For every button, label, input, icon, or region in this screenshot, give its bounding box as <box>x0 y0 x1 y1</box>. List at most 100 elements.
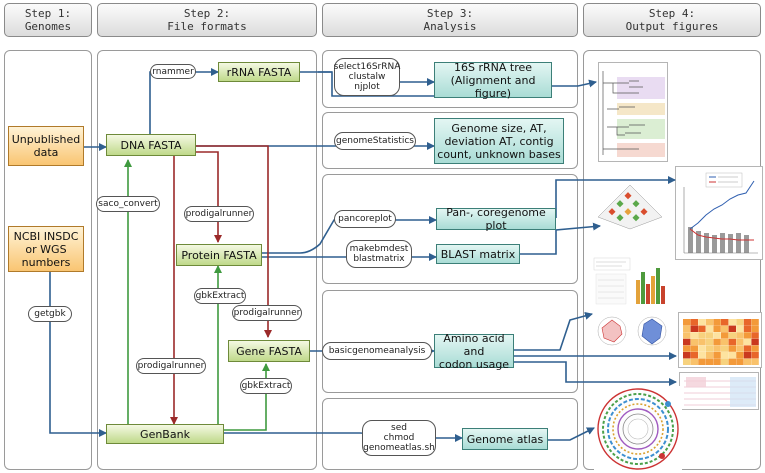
ncbi-line-3: numbers <box>21 255 71 269</box>
protein-fasta-label: Protein FASTA <box>181 248 257 262</box>
heatmap-cell <box>705 338 714 346</box>
unpublished-line-2: data <box>33 146 59 159</box>
heatmap-cell <box>736 319 744 326</box>
genome-atlas-result-node: Genome atlas <box>462 428 548 450</box>
rnammer-label: rnammer <box>152 66 194 77</box>
heatmap-cell <box>698 332 706 339</box>
heatmap-cell <box>728 319 736 326</box>
pancoreplot-label: pancoreplot <box>338 214 392 224</box>
heatmap-cell <box>721 319 729 326</box>
heatmap-cell <box>728 352 736 359</box>
tree-figure-thumbnail <box>598 62 668 162</box>
gene-fasta-label: Gene FASTA <box>236 344 302 358</box>
heatmap-cell <box>728 338 736 346</box>
step-1-title: Genomes <box>24 20 72 33</box>
heatmap-cell <box>751 345 759 352</box>
heatmap-cell <box>698 338 706 346</box>
heatmap-cell <box>713 345 721 352</box>
heatmap-cell <box>721 345 729 352</box>
heatmap-cell <box>713 325 721 332</box>
pancore-result-label: Pan-, coregenome plot <box>446 206 546 232</box>
heatmap-cell <box>751 352 759 359</box>
chmod-label: chmod <box>383 433 415 443</box>
dna-fasta-label: DNA FASTA <box>120 138 182 152</box>
prodigalrunner-bottom-label: prodigalrunner <box>137 361 205 371</box>
codon-usage-thumbnail <box>592 256 668 308</box>
codon-radar-thumbnail <box>594 314 674 348</box>
step-2-title: File formats <box>167 20 247 33</box>
heatmap-thumbnail <box>678 312 762 368</box>
heatmap-cell <box>683 325 691 332</box>
atlas-tools: sed chmod genomeatlas.sh <box>362 420 436 456</box>
step-2-header: Step 2: File formats <box>97 3 317 37</box>
genome-atlas-thumbnail <box>594 386 682 470</box>
pancore-matrix-thumbnail <box>596 183 664 231</box>
gbkextract-bottom-tool: gbkExtract <box>240 378 292 394</box>
heatmap-cell <box>721 332 729 339</box>
heatmap-cell <box>705 325 714 332</box>
select16srrna-label: select16SrRNA <box>333 62 401 72</box>
ncbi-line-2: or WGS <box>25 242 67 256</box>
step-4-title: Output figures <box>625 20 719 33</box>
step-1-label: Step 1: <box>24 7 72 20</box>
gbkextract-bottom-label: gbkExtract <box>241 381 291 391</box>
gbkextract-top-label: gbkExtract <box>195 291 245 301</box>
tree-result-line-2: (Alignment and figure) <box>450 73 536 100</box>
getgbk-tool: getgbk <box>28 306 72 322</box>
ncbi-input-node: NCBI INSDC or WGS numbers <box>8 226 84 272</box>
heatmap-cell <box>690 319 698 326</box>
heatmap-cell <box>690 352 698 359</box>
heatmap-cell <box>751 319 759 326</box>
heatmap-cell <box>690 332 698 339</box>
heatmap-cell <box>690 325 698 332</box>
heatmap-cell <box>705 345 714 352</box>
heatmap-cell <box>743 345 752 352</box>
blast-tools: makebmdest blastmatrix <box>346 240 412 268</box>
codon-line-1: Amino acid and <box>443 331 505 358</box>
blast-matrix-result-label: BLAST matrix <box>440 247 516 261</box>
step-1-header: Step 1: Genomes <box>4 3 92 37</box>
rrna-fasta-node: rRNA FASTA <box>218 62 300 82</box>
heatmap-cell <box>721 338 729 346</box>
heatmap-cell <box>698 352 706 359</box>
heatmap-cell <box>713 332 721 339</box>
heatmap-cell <box>683 319 691 326</box>
pancore-result-node: Pan-, coregenome plot <box>436 206 556 232</box>
sed-label: sed <box>391 423 407 433</box>
heatmap-cell <box>690 345 698 352</box>
heatmap-cell <box>698 345 706 352</box>
heatmap-cell <box>705 332 714 339</box>
heatmap-cell <box>736 332 744 339</box>
prodigalrunner-top-label: prodigalrunner <box>185 209 253 219</box>
heatmap-cell <box>743 358 752 365</box>
pancore-plot-thumbnail <box>675 166 763 260</box>
blastmatrix-label: blastmatrix <box>353 254 405 264</box>
genome-statistics-tool: genomeStatistics <box>334 132 416 150</box>
heatmap-cell <box>736 325 744 332</box>
basicgenomeanalysis-label: basicgenomeanalysis <box>328 346 426 356</box>
unpublished-line-1: Unpublished <box>11 133 81 146</box>
saco-convert-tool: saco_convert <box>96 196 160 212</box>
step-3-title: Analysis <box>423 20 477 33</box>
unpublished-data-node: Unpublished data <box>8 126 84 166</box>
heatmap-cell <box>743 332 752 339</box>
heatmap-cell <box>683 358 691 365</box>
heatmap-cell <box>728 325 736 332</box>
gbkextract-top-tool: gbkExtract <box>194 288 246 304</box>
step-3-label: Step 3: <box>426 7 474 20</box>
genbank-label: GenBank <box>140 427 190 441</box>
tree-result-line-1: 16S rRNA tree <box>453 60 533 74</box>
ncbi-line-1: NCBI INSDC <box>13 229 79 243</box>
heatmap-cell <box>743 319 752 326</box>
getgbk-label: getgbk <box>34 309 66 319</box>
pancoreplot-tool: pancoreplot <box>334 210 396 228</box>
rnammer-tool: rnammer <box>150 64 196 79</box>
heatmap-cell <box>721 358 729 365</box>
protein-fasta-node: Protein FASTA <box>176 244 262 266</box>
heatmap-cell <box>698 358 706 365</box>
prodigalrunner-bottom-tool: prodigalrunner <box>136 358 206 374</box>
stats-line-3: count, unknown bases <box>437 147 561 161</box>
stats-line-1: Genome size, AT, <box>451 121 547 135</box>
heatmap-cell <box>705 352 714 359</box>
makebmdest-label: makebmdest <box>349 244 409 254</box>
